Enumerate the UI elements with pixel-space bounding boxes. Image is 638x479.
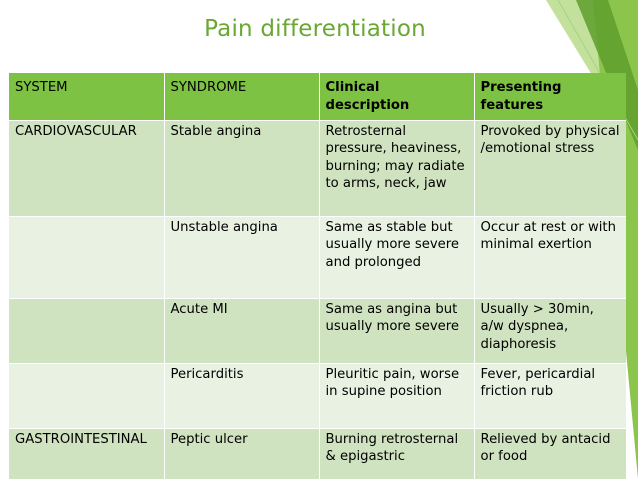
table-row: Unstable angina Same as stable but usual… [9, 216, 626, 298]
cell-description: Burning retrosternal & epigastric [319, 428, 475, 479]
cell-features: Provoked by physical /emotional stress [480, 123, 620, 157]
cell-system: GASTROINTESTINAL [9, 428, 165, 479]
cell-description: Retrosternal pressure, heaviness, burnin… [319, 120, 475, 216]
pain-differentiation-table: SYSTEM SYNDROME Clinical description Pre… [9, 73, 626, 479]
cell-features: Usually > 30min, a/w dyspnea, diaphoresi… [480, 301, 594, 352]
cell-features: Relieved by antacid or food [480, 431, 611, 465]
cell-syndrome: Stable angina [164, 120, 320, 216]
cell-system [9, 298, 165, 363]
cell-syndrome: Peptic ulcer [164, 428, 320, 479]
table-row: GASTROINTESTINAL Peptic ulcer Burning re… [9, 428, 626, 479]
header-presenting-features: Presenting features [480, 80, 562, 113]
corner-line [557, 0, 638, 141]
cell-description: Same as stable but usually more severe a… [319, 216, 475, 298]
cell-features: Fever, pericardial friction rub [480, 366, 596, 400]
cell-description: Pleuritic pain, worse in supine position [319, 363, 475, 428]
cell-syndrome: Unstable angina [164, 216, 320, 298]
cell-system [9, 363, 165, 428]
cell-description: Same as angina but usually more severe [319, 298, 475, 363]
header-syndrome: SYNDROME [164, 73, 320, 120]
cell-syndrome: Pericarditis [164, 363, 320, 428]
table-row: CARDIOVASCULAR Stable angina Retrosterna… [9, 120, 626, 216]
cell-syndrome: Acute MI [164, 298, 320, 363]
cell-features: Occur at rest or with minimal exertion [480, 219, 616, 253]
header-system: SYSTEM [9, 73, 165, 120]
table-row: Pericarditis Pleuritic pain, worse in su… [9, 363, 626, 428]
corner-decoration [546, 0, 638, 479]
header-clinical-description: Clinical description [319, 73, 475, 120]
cell-system: CARDIOVASCULAR [9, 120, 165, 216]
cell-system [9, 216, 165, 298]
table-row: Acute MI Same as angina but usually more… [9, 298, 626, 363]
page-title: Pain differentiation [204, 16, 426, 42]
table-header-row: SYSTEM SYNDROME Clinical description Pre… [9, 73, 626, 120]
